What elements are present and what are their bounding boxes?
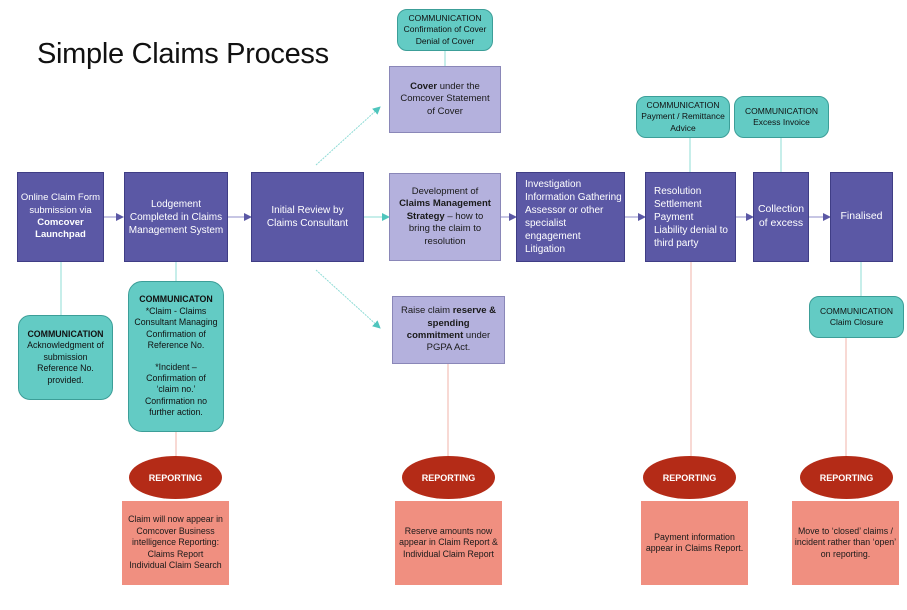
step-initial-review: Initial Review by Claims Consultant [251, 172, 364, 262]
reporting-ellipse-lodgement: REPORTING [129, 456, 222, 499]
step-online-claim-form: Online Claim Form submission via Comcove… [17, 172, 104, 262]
step-collection-of-excess: Collection of excess [753, 172, 809, 262]
step-finalised: Finalised [830, 172, 893, 262]
step-development-strategy: Development of Claims Management Strateg… [389, 173, 501, 261]
reporting-ellipse-reserve: REPORTING [402, 456, 495, 499]
communication-excess: COMMUNICATION Excess Invoice [734, 96, 829, 138]
step-investigation: Investigation Information Gathering Asse… [516, 172, 625, 262]
step-resolution: Resolution Settlement Payment Liability … [645, 172, 736, 262]
communication-cover: COMMUNICATION Confirmation of Cover Deni… [397, 9, 493, 51]
branch-reserve: Raise claim reserve & spending commitmen… [392, 296, 505, 364]
arrow-review-to-cover [315, 106, 381, 166]
reporting-box-closure: Move to ‘closed’ claims / incident rathe… [792, 501, 899, 585]
branch-cover: Cover under the Comcover Statement of Co… [389, 66, 501, 133]
arrow-review-to-reserve [315, 269, 381, 329]
reporting-box-lodgement: Claim will now appear in Comcover Busine… [122, 501, 229, 585]
reporting-ellipse-closure: REPORTING [800, 456, 893, 499]
communication-closure: COMMUNICATION Claim Closure [809, 296, 904, 338]
reporting-box-payment: Payment information appear in Claims Rep… [641, 501, 748, 585]
communication-lodgement: COMMUNICATON *Claim - Claims Consultant … [128, 281, 224, 432]
step-lodgement: Lodgement Completed in Claims Management… [124, 172, 228, 262]
communication-submission: COMMUNICATION Acknowledgment of submissi… [18, 315, 113, 400]
reporting-ellipse-payment: REPORTING [643, 456, 736, 499]
communication-payment: COMMUNICATION Payment / Remittance Advic… [636, 96, 730, 138]
page-title: Simple Claims Process [37, 38, 329, 70]
reporting-box-reserve: Reserve amounts now appear in Claim Repo… [395, 501, 502, 585]
